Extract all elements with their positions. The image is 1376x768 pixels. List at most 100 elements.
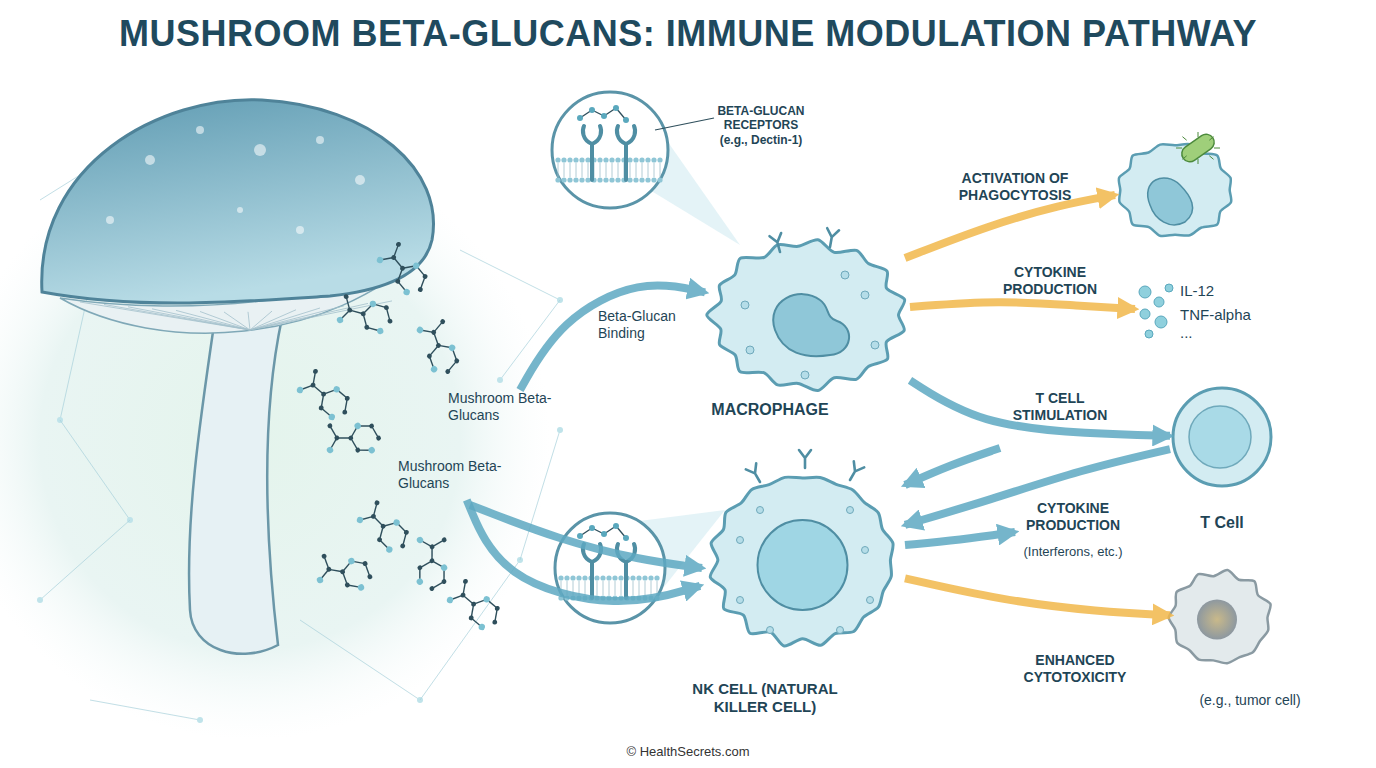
- lipid-head: [573, 157, 578, 162]
- network-line: [460, 250, 560, 300]
- callout-label: BETA-GLUCAN RECEPTORS (e.g., Dectin-1): [712, 104, 810, 147]
- lipid-head: [576, 595, 581, 600]
- atom-dot: [478, 623, 485, 630]
- edge-label: Beta-Glucan Binding: [598, 308, 693, 342]
- bacterium-hair: [1176, 148, 1182, 149]
- atom-dot: [441, 578, 448, 585]
- atom-dot: [417, 286, 423, 292]
- lipid-tail: [579, 581, 580, 595]
- flow-arrow: [470, 505, 702, 568]
- network-dot: [197, 717, 203, 723]
- bacterium-hair: [1198, 159, 1199, 164]
- node-label: T Cell: [1170, 513, 1274, 532]
- atom-dot: [310, 382, 316, 388]
- node-label: (e.g., tumor cell): [1180, 692, 1320, 709]
- lipid-tail: [615, 581, 616, 595]
- cytokine-dot: [1155, 316, 1167, 328]
- atom-dot: [589, 107, 595, 113]
- atom-dot: [430, 329, 437, 336]
- cell-nucleus: [773, 294, 849, 356]
- lipid-head: [636, 575, 641, 580]
- atom-dot: [415, 577, 424, 586]
- lipid-head: [582, 595, 587, 600]
- flow-arrow: [910, 302, 1135, 309]
- atom-dot: [589, 525, 595, 531]
- atom-dot: [483, 596, 490, 603]
- atom-dot: [440, 563, 449, 572]
- gill-line: [152, 309, 250, 330]
- lipid-head: [573, 177, 578, 182]
- lipid-head: [609, 177, 614, 182]
- atom-dot: [385, 546, 393, 554]
- bound-glucan: [577, 523, 629, 541]
- atom-dot: [444, 368, 451, 375]
- cytokine-dot: [1139, 286, 1151, 298]
- atom-dot: [395, 241, 401, 247]
- receptor-symbol: [617, 544, 635, 598]
- atom-dot: [343, 294, 349, 300]
- cap-spot: [145, 155, 155, 165]
- atom-dot: [339, 569, 345, 575]
- bacterium-hair: [1182, 137, 1186, 141]
- atom-dot: [347, 307, 353, 313]
- atom-dot: [356, 516, 364, 524]
- cell-membrane: [710, 477, 893, 646]
- atom-dot: [577, 115, 583, 121]
- granule: [737, 597, 744, 604]
- lipid-head: [570, 575, 575, 580]
- atom-dot: [391, 254, 397, 260]
- lipid-head: [627, 177, 632, 182]
- atom-dot: [344, 582, 350, 588]
- receptor-symbol: [824, 228, 839, 248]
- atom-dot: [364, 324, 370, 330]
- cap-spot: [296, 226, 304, 234]
- atom-dot: [313, 369, 319, 375]
- flow-arrow: [905, 578, 1170, 615]
- atom-dot: [357, 583, 365, 591]
- atom-dot: [471, 601, 477, 607]
- atom-dot: [367, 574, 373, 580]
- flow-arrow: [467, 500, 700, 601]
- cell-nucleus: [1197, 600, 1237, 640]
- glucan-molecule: [402, 310, 474, 381]
- lipid-tail: [618, 163, 619, 177]
- gill-line: [80, 302, 250, 330]
- lipid-tail: [558, 163, 559, 177]
- node-shape: [1170, 570, 1270, 665]
- atom-dot: [429, 558, 436, 565]
- atom-dot: [577, 533, 583, 539]
- bacterium-hair: [1214, 148, 1220, 149]
- node-label: TNF-alpha: [1180, 306, 1270, 324]
- lipid-head: [594, 575, 599, 580]
- lipid-head: [576, 575, 581, 580]
- magnifier-circle: [555, 513, 665, 623]
- edge-label: ENHANCED CYTOTOXICITY: [1000, 652, 1150, 686]
- atom-dot: [613, 523, 619, 529]
- vesicle: [871, 341, 879, 349]
- atom-dot: [326, 446, 335, 455]
- atom-dot: [376, 327, 384, 335]
- node-label: NK CELL (NATURAL KILLER CELL): [680, 680, 850, 716]
- atom-dot: [426, 353, 433, 360]
- lipid-head: [597, 177, 602, 182]
- lipid-head: [645, 157, 650, 162]
- lipid-tail: [642, 163, 643, 177]
- atom-dot: [403, 529, 409, 535]
- atom-dot: [375, 435, 382, 442]
- gill-line: [128, 307, 250, 330]
- diagram-title: MUSHROOM BETA-GLUCANS: IMMUNE MODULATION…: [0, 12, 1376, 55]
- edge-label: T CELL STIMULATION: [995, 390, 1125, 424]
- receptor-symbol: [770, 233, 786, 253]
- lipid-head: [654, 595, 659, 600]
- lipid-head: [585, 157, 590, 162]
- cytokine-cluster: IL-12TNF-alpha...: [1135, 280, 1245, 344]
- atom-dot: [463, 579, 469, 585]
- atom-dot: [422, 273, 428, 279]
- atom-dot: [393, 519, 401, 527]
- bacterium-hair: [1209, 137, 1213, 141]
- node-shape: [700, 460, 905, 650]
- lipid-head: [609, 157, 614, 162]
- lipid-head: [579, 177, 584, 182]
- lipid-head: [603, 177, 608, 182]
- cell-nucleus: [1189, 406, 1251, 468]
